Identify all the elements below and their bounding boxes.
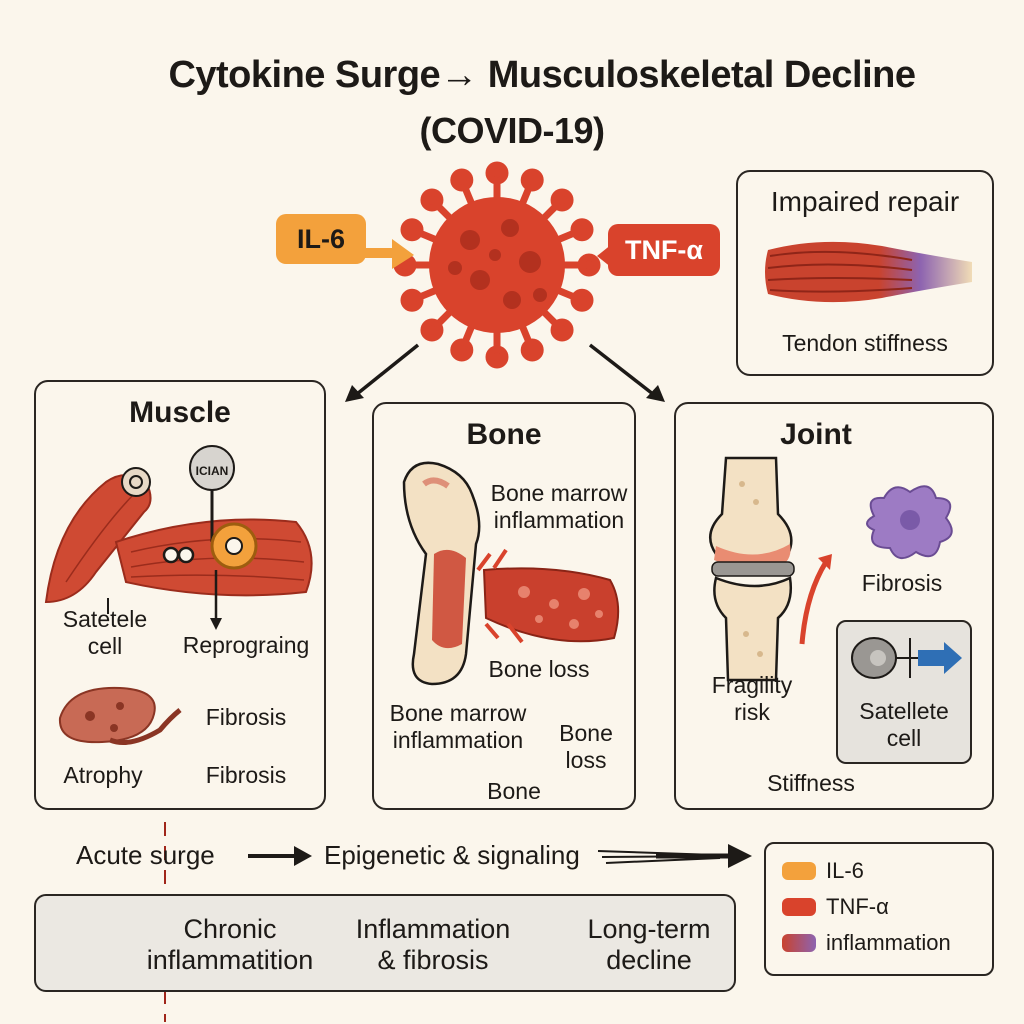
title-line-2: (COVID-19) xyxy=(419,110,605,151)
atrophy-label: Atrophy xyxy=(63,762,143,788)
legend-label-tnf: TNF-α xyxy=(826,894,889,919)
tendon-stiffness-label: Tendon stiffness xyxy=(782,330,948,356)
legend-item-inflammation: inflammation xyxy=(782,930,976,956)
satellite-cell-label: Satetele cell xyxy=(62,606,148,659)
flow-arrow-1-icon xyxy=(248,846,312,866)
bone-title: Bone xyxy=(466,418,542,451)
bone-loss-label-2: Bone loss xyxy=(559,720,613,773)
legend-label-il6: IL-6 xyxy=(826,858,864,883)
tendon-illustration xyxy=(765,241,972,303)
tnf-tag: TNF-α xyxy=(608,224,720,276)
bone-label: Bone xyxy=(487,778,541,804)
chronic-inflammation-label: Chronic inflammatition xyxy=(146,914,314,975)
legend-swatch-tnf xyxy=(782,898,816,916)
muscle-illustration xyxy=(44,445,313,630)
fragility-risk-label: Fragility risk xyxy=(711,672,793,725)
muscle-fibrosis-label-2: Fibrosis xyxy=(205,762,287,788)
il6-tag: IL-6 xyxy=(276,214,366,264)
joint-panel: Joint Fibrosis Fragility risk Satellete … xyxy=(674,402,994,810)
bone-marrow-inflammation-label-1: Bone marrow inflammation xyxy=(490,480,628,533)
stiffness-label: Stiffness xyxy=(767,770,855,796)
bone-marrow-inflammation-label-2: Bone marrow inflammation xyxy=(389,700,527,753)
inflammation-fibrosis-label: Inflammation & fibrosis xyxy=(355,914,511,975)
title-line-1: Cytokine Surge→ Musculoskeletal Decline xyxy=(168,54,916,96)
satellite-cell-card: Satellete cell xyxy=(836,620,972,764)
muscle-badge-label: ICIAN xyxy=(195,464,229,478)
reprograming-label: Reprograing xyxy=(182,632,310,658)
summary-box: Chronic inflammatition Inflammation & fi… xyxy=(34,894,736,992)
impaired-repair-title: Impaired repair xyxy=(770,186,960,217)
muscle-fibrosis-label-1: Fibrosis xyxy=(205,704,287,730)
joint-illustration xyxy=(709,456,832,682)
atrophied-muscle-illustration xyxy=(58,686,182,745)
legend-swatch-il6 xyxy=(782,862,816,880)
long-term-decline-label: Long-term decline xyxy=(587,914,711,975)
legend-item-tnf: TNF-α xyxy=(782,894,976,920)
legend-item-il6: IL-6 xyxy=(782,858,976,884)
joint-satellite-cell-label: Satellete cell xyxy=(859,698,949,751)
legend-swatch-inflammation xyxy=(782,934,816,952)
muscle-title: Muscle xyxy=(129,396,231,429)
legend-box: IL-6 TNF-α inflammation xyxy=(764,842,994,976)
satellite-cell-icon xyxy=(851,637,962,679)
bone-panel: Bone Bone marrow inflammation Bone loss … xyxy=(372,402,636,810)
legend-label-inflammation: inflammation xyxy=(826,930,951,955)
fibroblast-illustration xyxy=(866,485,953,559)
joint-fibrosis-label: Fibrosis xyxy=(861,570,943,596)
acute-surge-label: Acute surge xyxy=(76,840,215,870)
bone-illustration xyxy=(402,461,620,686)
bone-loss-label-1: Bone loss xyxy=(488,656,590,682)
il6-arrow-icon xyxy=(362,239,414,269)
epigenetic-signaling-label: Epigenetic & signaling xyxy=(324,840,580,870)
impaired-repair-panel: Impaired repair Tendon stiffness xyxy=(736,170,994,376)
muscle-panel: Muscle ICIAN Satetele cell Reprograing F… xyxy=(34,380,326,810)
joint-title: Joint xyxy=(780,418,852,451)
flow-arrow-2-icon xyxy=(597,844,752,868)
